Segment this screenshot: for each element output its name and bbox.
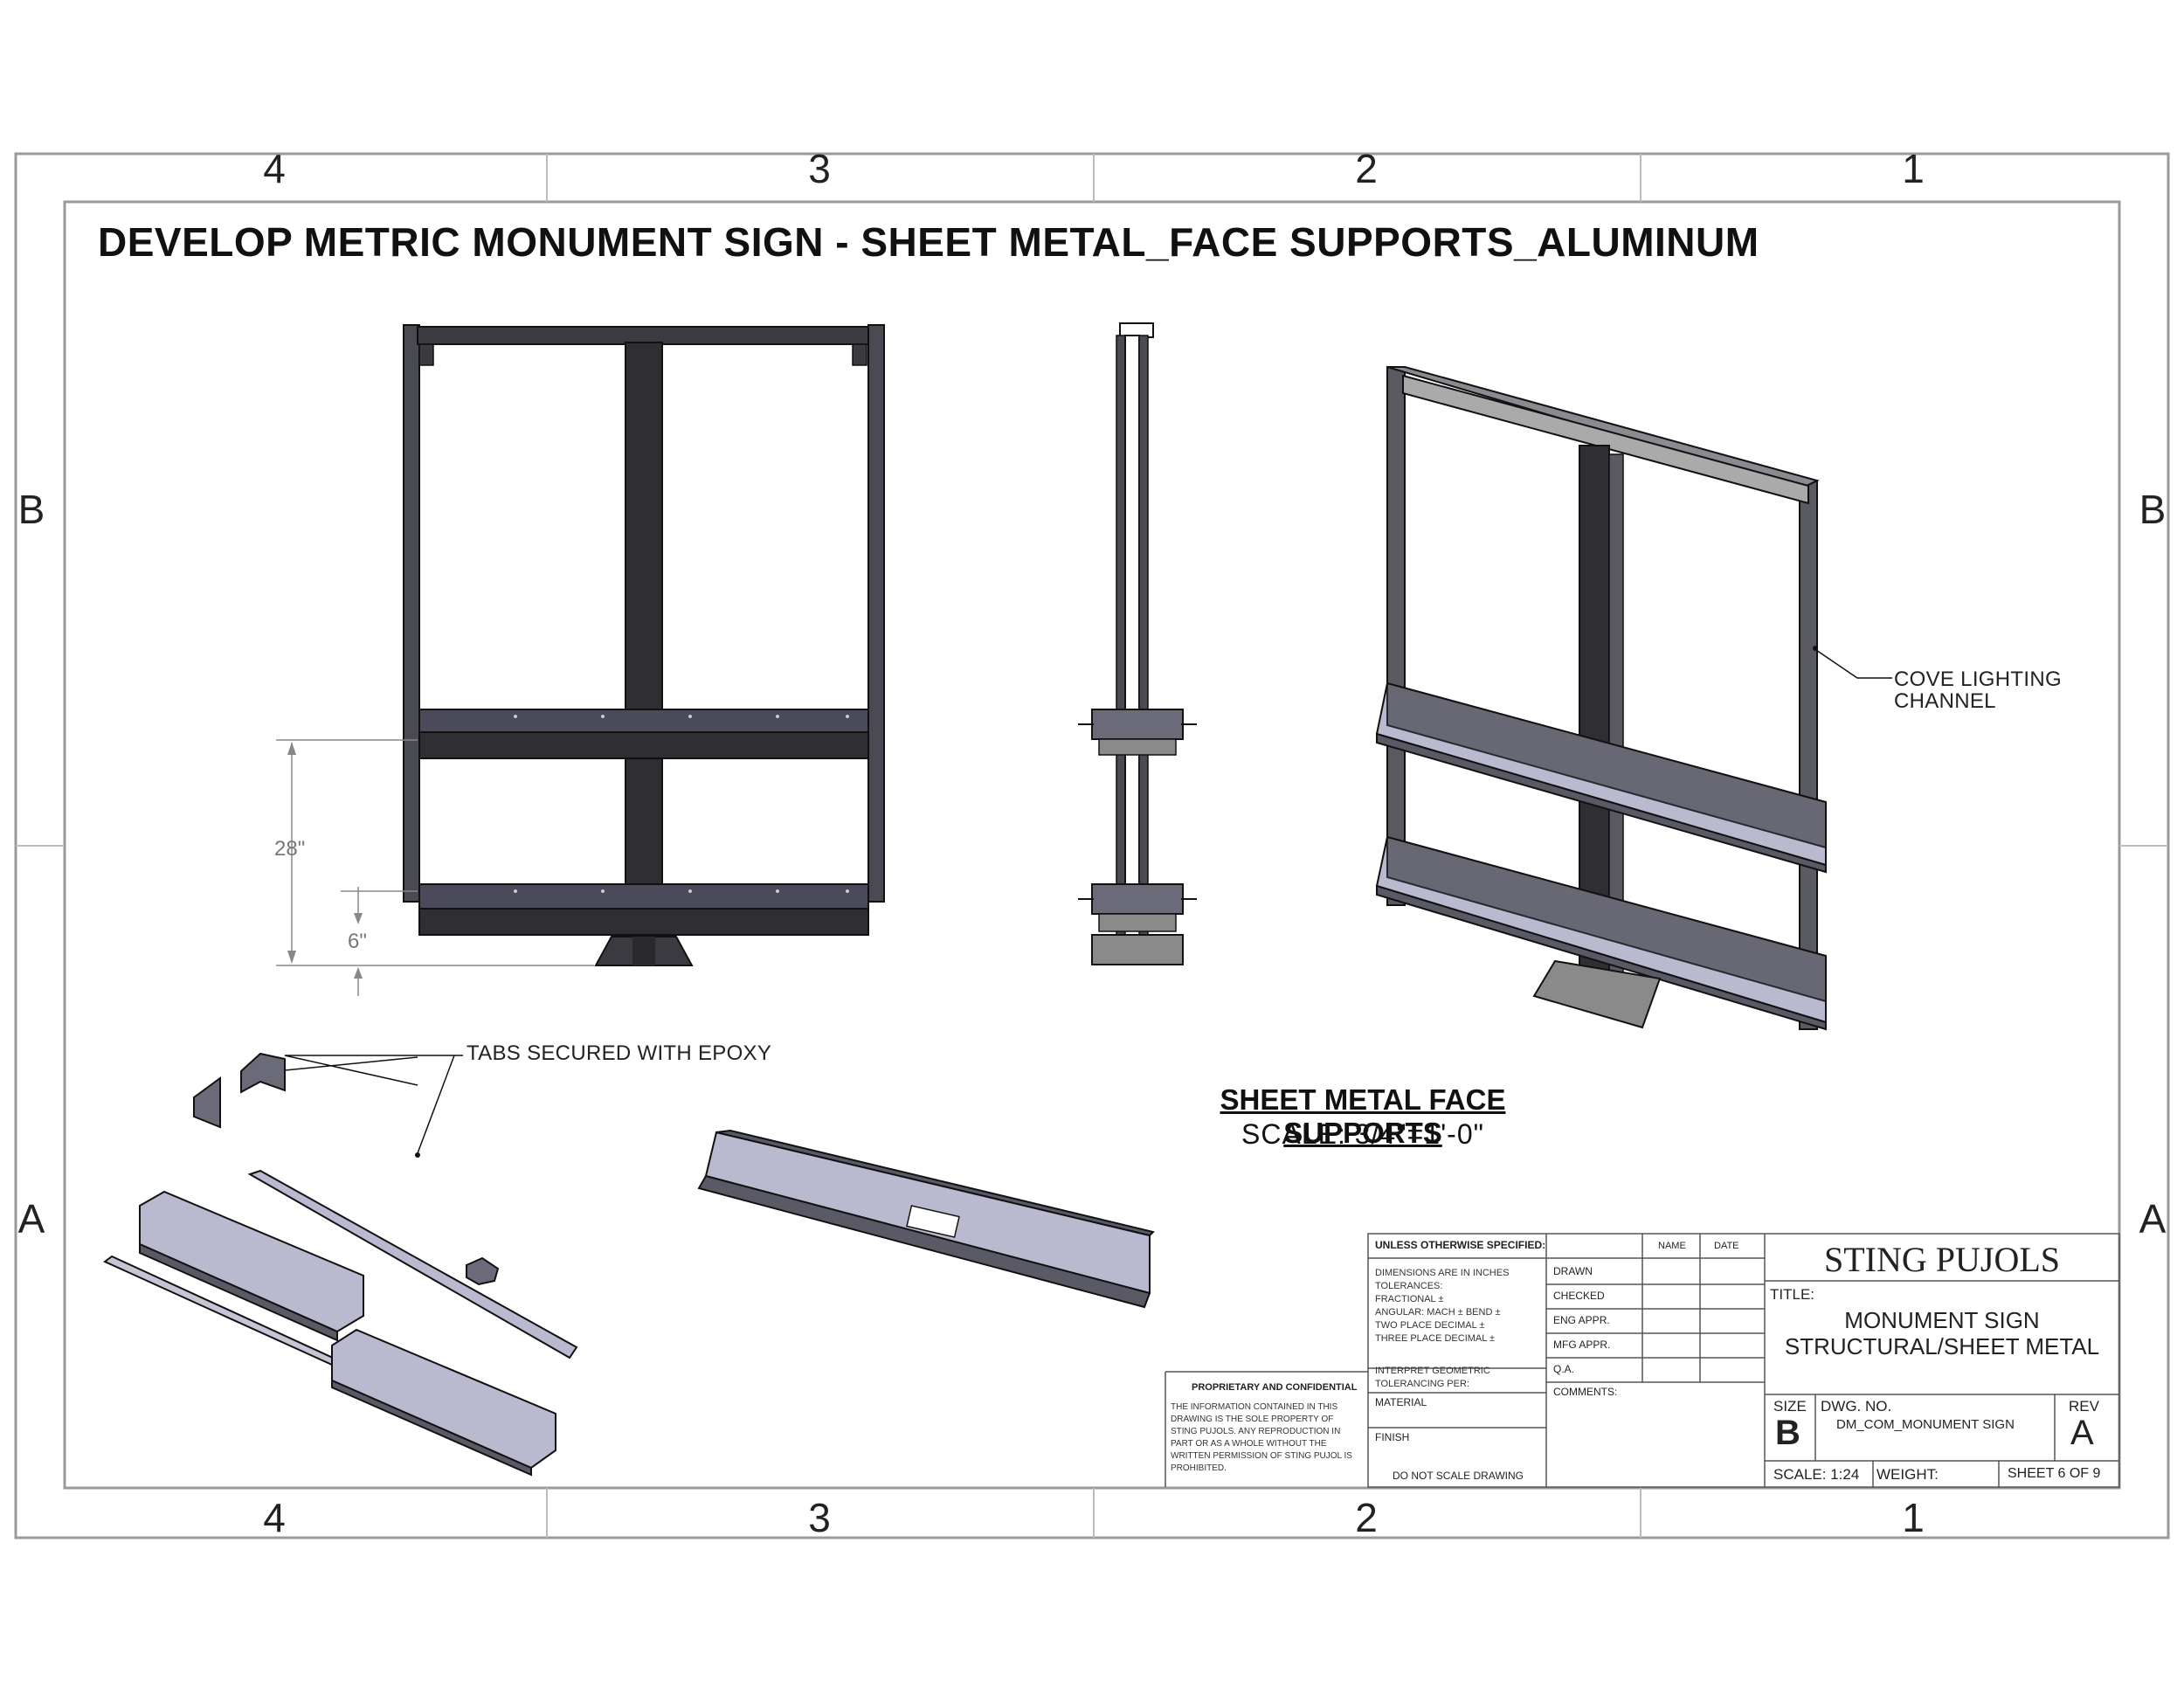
note-tabs-epoxy: TABS SECURED WITH EPOXY: [467, 1041, 772, 1065]
tb-dwg-label: DWG. NO.: [1821, 1398, 1892, 1415]
tb-weight: WEIGHT:: [1876, 1466, 1939, 1483]
tb-size: B: [1775, 1414, 1800, 1452]
tb-finish: FINISH: [1375, 1431, 1410, 1443]
tb-scale: SCALE: 1:24: [1773, 1466, 1860, 1483]
note-cove-lighting-line2: CHANNEL: [1894, 689, 1996, 713]
tb-rev: A: [2070, 1414, 2094, 1452]
zone-row-a-right: A: [2139, 1196, 2167, 1242]
zone-col-1-bottom: 1: [1902, 1495, 1925, 1540]
zone-dividers: [16, 154, 2168, 1538]
tb-proprietary-title: PROPRIETARY AND CONFIDENTIAL: [1192, 1382, 1358, 1393]
tb-title-line1: MONUMENT SIGN: [1844, 1307, 2040, 1333]
tb-drawn: DRAWN: [1553, 1265, 1593, 1277]
zone-col-4-top: 4: [263, 146, 286, 191]
zone-col-1-top: 1: [1902, 146, 1925, 191]
exploded-parts: [103, 1052, 578, 1477]
tb-size-label: SIZE: [1773, 1398, 1807, 1415]
zone-row-a-left: A: [17, 1196, 45, 1242]
zone-row-b-left: B: [17, 487, 45, 532]
front-view: [276, 324, 885, 996]
zone-row-b-right: B: [2139, 487, 2167, 532]
dimension-28in: 28": [274, 837, 306, 861]
tb-dwg-no: DM_COM_MONUMENT SIGN: [1836, 1417, 2015, 1432]
tb-qa: Q.A.: [1553, 1363, 1575, 1375]
isometric-view: [1375, 366, 1827, 1031]
side-view: [1078, 322, 1197, 965]
title-block-grid: [1165, 1233, 2120, 1488]
tb-rev-label: REV: [2069, 1398, 2099, 1415]
leader-lines: [275, 647, 1892, 1154]
tb-sheet: SHEET 6 OF 9: [2008, 1466, 2101, 1481]
zone-col-3-top: 3: [808, 146, 831, 191]
tb-mfg-appr: MFG APPR.: [1553, 1339, 1611, 1351]
tb-name-header: NAME: [1658, 1241, 1686, 1251]
tb-tolerances: DIMENSIONS ARE IN INCHES TOLERANCES: FRA…: [1375, 1268, 1510, 1344]
note-cove-lighting-line1: COVE LIGHTING: [1894, 668, 2062, 691]
tb-proprietary-text: THE INFORMATION CONTAINED IN THIS DRAWIN…: [1171, 1402, 1352, 1473]
drawing-title: DEVELOP METRIC MONUMENT SIGN - SHEET MET…: [98, 219, 1759, 265]
single-tray: [697, 1129, 1155, 1309]
tb-checked: CHECKED: [1553, 1290, 1605, 1302]
zone-col-2-top: 2: [1355, 146, 1378, 191]
tb-date-header: DATE: [1714, 1241, 1739, 1251]
tb-unless-specified: UNLESS OTHERWISE SPECIFIED:: [1375, 1239, 1546, 1251]
zone-col-3-bottom: 3: [808, 1495, 831, 1540]
tb-title-label: TITLE:: [1770, 1286, 1815, 1303]
dimension-6in: 6": [348, 930, 367, 953]
tb-material: MATERIAL: [1375, 1396, 1427, 1408]
tb-title-line2: STRUCTURAL/SHEET METAL: [1784, 1333, 2100, 1359]
view-scale: SCALE: 3/4"=1'-0": [1241, 1118, 1484, 1150]
zone-col-2-bottom: 2: [1355, 1495, 1378, 1540]
tb-no-scale: DO NOT SCALE DRAWING: [1393, 1470, 1524, 1482]
zone-col-4-bottom: 4: [263, 1495, 286, 1540]
view-name: SHEET METAL FACE SUPPORTS: [1220, 1083, 1506, 1149]
tb-company: STING PUJOLS: [1823, 1240, 2061, 1279]
tb-comments: COMMENTS:: [1553, 1386, 1618, 1398]
tb-interpret: INTERPRET GEOMETRIC TOLERANCING PER:: [1375, 1366, 1490, 1389]
tb-eng-appr: ENG APPR.: [1553, 1314, 1610, 1326]
